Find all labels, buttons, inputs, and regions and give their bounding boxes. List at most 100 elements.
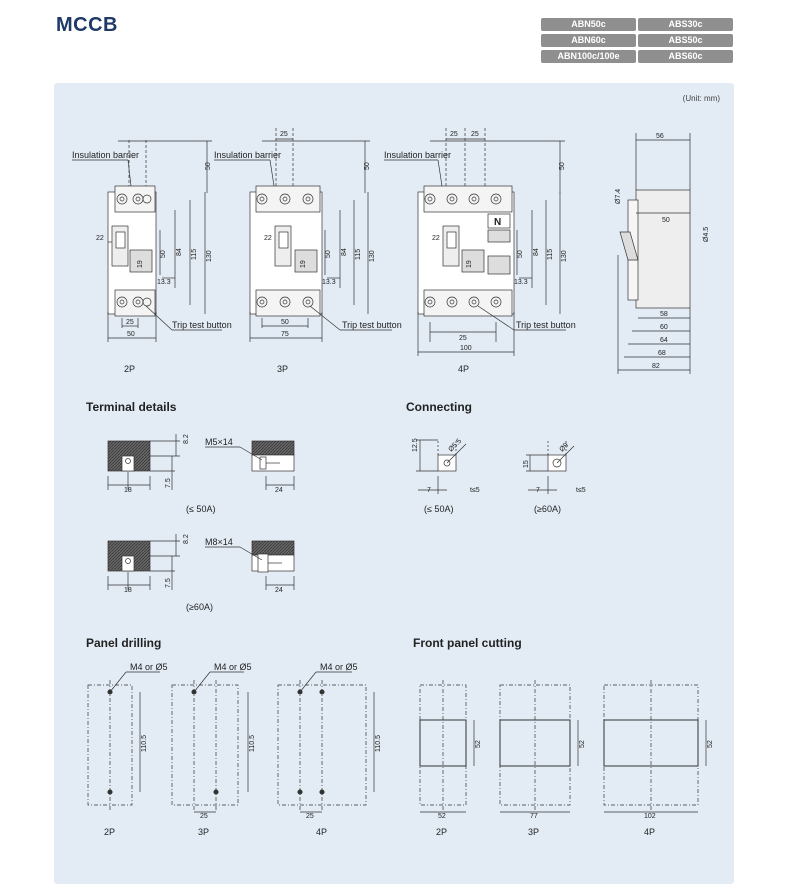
dim-terminal-d18: 18 [124,587,132,594]
breaker-side-view: 56 50 Ø7.4 Ø4.5 58 60 64 68 82 [615,133,710,374]
label-4p: 4P [316,827,327,837]
dim-top-2p: 50 [205,162,212,170]
screw-label: M5×14 [205,437,233,447]
dim-terminal-d82: 8.2 [183,534,190,544]
dim-h1-4p: 50 [517,250,524,258]
dim-cut-height: 52 [707,740,714,748]
front-panel-cutting-title: Front panel cutting [413,636,522,650]
breaker-2p-drawing: Insulation barrier 50 50 25 22 13.3 50 8… [72,140,232,342]
dim-conn-h: 12.5 [412,438,419,452]
dim-pitch-4p: 25 [459,335,467,342]
terminal-caption: (≤ 50A) [186,504,215,514]
trip-test-label: Trip test button [342,320,402,330]
cutting-4p: 52 102 [603,680,714,820]
dim-terminal-d75: 7.5 [165,578,172,588]
connecting-large: Ø9 15 7 t≤5 [523,440,586,494]
dim-hole: Ø9 [558,442,570,454]
dim-drill-pitch: 25 [306,813,314,820]
model-badge: ABS50c [638,34,733,47]
dim-d133-4p: 13.3 [514,279,528,286]
drilling-2p: M4 or Ø5 110.5 [87,662,168,810]
model-badges: ABN50c ABS30c ABN60c ABS50c ABN100c/100e… [541,18,733,63]
dim-side-depth: 82 [652,363,660,370]
dim-width-4p: 100 [460,345,472,352]
connecting-caption: (≥60A) [534,504,561,514]
dim-side-d45: Ø4.5 [703,227,710,242]
hole-note: M4 or Ø5 [320,662,358,672]
hole-note: M4 or Ø5 [130,662,168,672]
label-4p: 4P [458,364,469,374]
dim-side-depth: 60 [660,324,668,331]
cutting-2p: 52 52 [419,680,482,820]
dim-h4-3p: 130 [369,250,376,262]
drilling-4p: M4 or Ø5 110.5 25 [277,662,382,820]
breaker-3p-drawing: Insulation barrier 25 50 75 50 22 13.3 5… [214,128,402,342]
dim-side-d74: Ø7.4 [615,189,622,204]
dim-conn-h: 15 [523,460,530,468]
unit-note: (Unit: mm) [682,94,720,103]
dim-cut-width: 102 [644,813,656,820]
dim-d133-3p: 13.3 [322,279,336,286]
connecting-small: Ø5.5 12.5 7 t≤5 [412,438,480,494]
dim-terminal-d18: 18 [124,487,132,494]
dim-d19-3p: 19 [300,260,307,268]
model-badge: ABN50c [541,18,636,31]
dim-cut-width: 52 [438,813,446,820]
insulation-barrier-label: Insulation barrier [72,150,139,160]
insulation-barrier-label: Insulation barrier [384,150,451,160]
dim-d19-2p: 19 [137,260,144,268]
model-badge: ABN60c [541,34,636,47]
dim-d19-4p: 19 [466,260,473,268]
dim-top-4p: 50 [559,162,566,170]
dim-side-depth: 64 [660,337,668,344]
dim-conn-t: t≤5 [470,487,480,494]
dim-pitch-3p: 50 [281,319,289,326]
trip-test-label: Trip test button [516,320,576,330]
page-title: MCCB [56,14,118,36]
dim-side-top-width: 56 [656,133,664,140]
dim-top-pitch-b-4p: 25 [471,131,479,138]
label-2p: 2P [124,364,135,374]
dim-terminal-d75: 7.5 [165,478,172,488]
dim-terminal-d24: 24 [275,487,283,494]
dim-drill-pitch: 25 [200,813,208,820]
dim-top-pitch-a-4p: 25 [450,131,458,138]
dim-drill-height: 110.5 [249,735,256,752]
dim-h1-3p: 50 [325,250,332,258]
dim-terminal-d82: 8.2 [183,434,190,444]
label-3p: 3P [277,364,288,374]
dim-side-depth: 58 [660,311,668,318]
terminal-detail-small: 8.2 7.5 18 M5×14 24 [107,434,295,494]
insulation-barrier-label: Insulation barrier [214,150,281,160]
dim-cut-height: 52 [475,740,482,748]
label-3p: 3P [198,827,209,837]
dim-h3-3p: 115 [355,249,362,260]
dim-h4-2p: 130 [206,250,213,262]
breaker-4p-drawing: Insulation barrier 25 25 50 N 100 25 [384,128,576,356]
label-3p: 3P [528,827,539,837]
terminal-details-title: Terminal details [86,400,177,414]
dim-left-3p: 22 [264,235,272,242]
dim-left-4p: 22 [432,235,440,242]
dim-h4-4p: 130 [561,250,568,262]
dim-drill-height: 110.5 [375,735,382,752]
dim-cut-width: 77 [530,813,538,820]
dim-side-depth: 68 [658,350,666,357]
cutting-3p: 52 77 [499,680,586,820]
dim-side-50: 50 [662,217,670,224]
dim-width-3p: 75 [281,331,289,338]
dim-cut-height: 52 [579,740,586,748]
dim-terminal-d24: 24 [275,587,283,594]
dim-conn-t: t≤5 [576,487,586,494]
model-badge: ABN100c/100e [541,50,636,63]
dim-h2-3p: 84 [341,248,348,256]
dim-width-2p: 50 [127,331,135,338]
dim-conn-w: 7 [427,487,431,494]
panel-drilling-title: Panel drilling [86,636,161,650]
model-badge: ABS30c [638,18,733,31]
dim-top-pitch-3p: 25 [280,131,288,138]
label-2p: 2P [104,827,115,837]
terminal-caption: (≥60A) [186,602,213,612]
dim-top-3p: 50 [364,162,371,170]
